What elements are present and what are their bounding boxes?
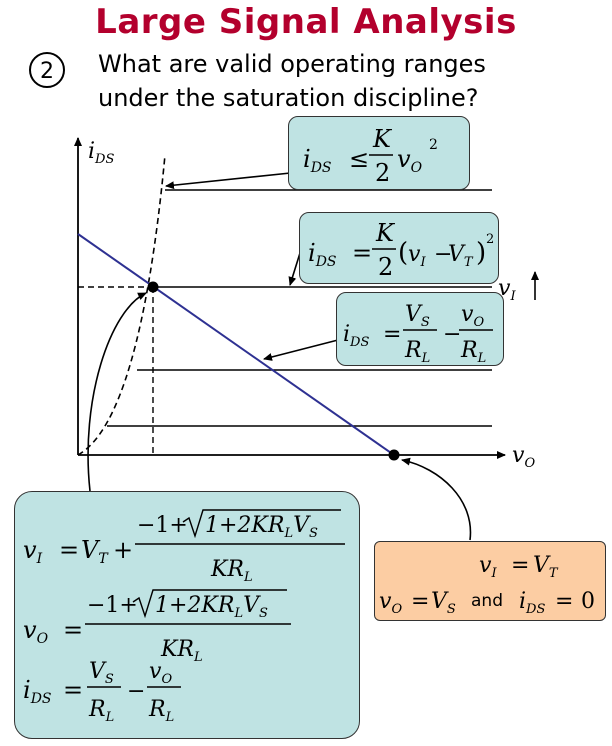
svg-text:=: = xyxy=(383,322,401,347)
svg-text:=: = xyxy=(511,553,529,578)
svg-text:+: + xyxy=(113,536,133,564)
svg-text:iDS: iDS xyxy=(308,239,337,270)
arrow-to-curve xyxy=(288,252,301,286)
svg-text:iDS: iDS xyxy=(343,322,369,350)
svg-text:RL: RL xyxy=(460,338,486,366)
svg-text:=: = xyxy=(63,616,83,644)
svg-text:vO: vO xyxy=(23,616,49,647)
svg-text:vI: vI xyxy=(23,536,43,567)
saturation-boundary-box: iDS ≤ K 2 vO 2 xyxy=(288,116,470,190)
x-axis-label: vO xyxy=(512,443,535,471)
svg-text:−: − xyxy=(443,322,461,347)
svg-text:1+2KRLVS: 1+2KRLVS xyxy=(155,593,268,621)
svg-text:RL: RL xyxy=(88,697,114,725)
question-text-line-1: What are valid operating ranges xyxy=(98,50,486,78)
svg-text:VT: VT xyxy=(533,553,559,581)
svg-text:vI: vI xyxy=(479,553,497,581)
svg-text:=: = xyxy=(63,676,83,704)
svg-text:RL: RL xyxy=(404,338,430,366)
svg-text:RL: RL xyxy=(148,697,174,725)
load-line xyxy=(77,233,395,456)
svg-text:K: K xyxy=(372,125,393,153)
operating-point-saturation xyxy=(147,281,159,293)
svg-text:−1+: −1+ xyxy=(137,513,188,538)
svg-text:=: = xyxy=(555,589,573,614)
svg-text:VT: VT xyxy=(81,536,109,567)
svg-text:iDS: iDS xyxy=(23,676,52,707)
svg-text:=: = xyxy=(59,536,79,564)
svg-text:=: = xyxy=(411,589,429,614)
svg-text:−: − xyxy=(127,679,145,704)
saturation-current-box: iDS = K 2 ( vI − VT ) 2 xyxy=(299,212,499,284)
load-line-box: iDS = VS RL − vO RL xyxy=(336,292,504,366)
svg-text:KRL: KRL xyxy=(160,637,203,665)
svg-text:iDS: iDS xyxy=(303,145,332,176)
arrow-to-load-line xyxy=(263,339,339,361)
arrow-to-boundary xyxy=(165,171,301,190)
operating-point-cutoff xyxy=(388,449,400,461)
svg-text:vI: vI xyxy=(408,242,426,270)
svg-text:−1+: −1+ xyxy=(87,593,138,618)
slide-title: Large Signal Analysis xyxy=(95,2,517,42)
arrow-to-cutoff-point xyxy=(401,457,472,541)
svg-text:vO: vO xyxy=(397,145,423,176)
svg-text:2: 2 xyxy=(486,232,494,247)
svg-text:2: 2 xyxy=(429,137,438,153)
svg-text:KRL: KRL xyxy=(210,557,253,585)
svg-text:vO: vO xyxy=(461,302,484,330)
svg-text:VT: VT xyxy=(448,242,474,270)
saturation-boundary-curve xyxy=(77,154,166,456)
svg-text:≤: ≤ xyxy=(349,145,369,173)
svg-text:(: ( xyxy=(398,238,408,268)
svg-text:1+2KRLVS: 1+2KRLVS xyxy=(205,513,318,541)
arrow-to-saturation-point xyxy=(87,292,147,492)
solution-box: vI = VT + −1+ 1+2KRLVS KRL vO = −1+ 1+2K… xyxy=(14,491,360,739)
svg-text:−: − xyxy=(434,242,452,267)
question-text-line-2: under the saturation discipline? xyxy=(98,84,479,112)
question-number-badge: 2 xyxy=(29,52,65,88)
y-axis-label: iDS xyxy=(88,139,114,167)
svg-text:iDS: iDS xyxy=(519,589,545,617)
svg-text:VS: VS xyxy=(89,659,114,687)
svg-text:and: and xyxy=(471,591,503,611)
svg-text:2: 2 xyxy=(378,253,393,281)
svg-text:=: = xyxy=(352,239,372,267)
svg-text:vO: vO xyxy=(149,659,172,687)
svg-text:): ) xyxy=(476,238,486,268)
cutoff-box: vI = VT vO = VS and iDS = 0 xyxy=(374,541,606,621)
svg-text:VS: VS xyxy=(431,589,456,617)
svg-text:K: K xyxy=(375,219,396,247)
svg-text:0: 0 xyxy=(581,589,595,614)
svg-text:2: 2 xyxy=(375,159,390,187)
svg-text:VS: VS xyxy=(405,302,430,330)
svg-text:vO: vO xyxy=(379,589,402,617)
